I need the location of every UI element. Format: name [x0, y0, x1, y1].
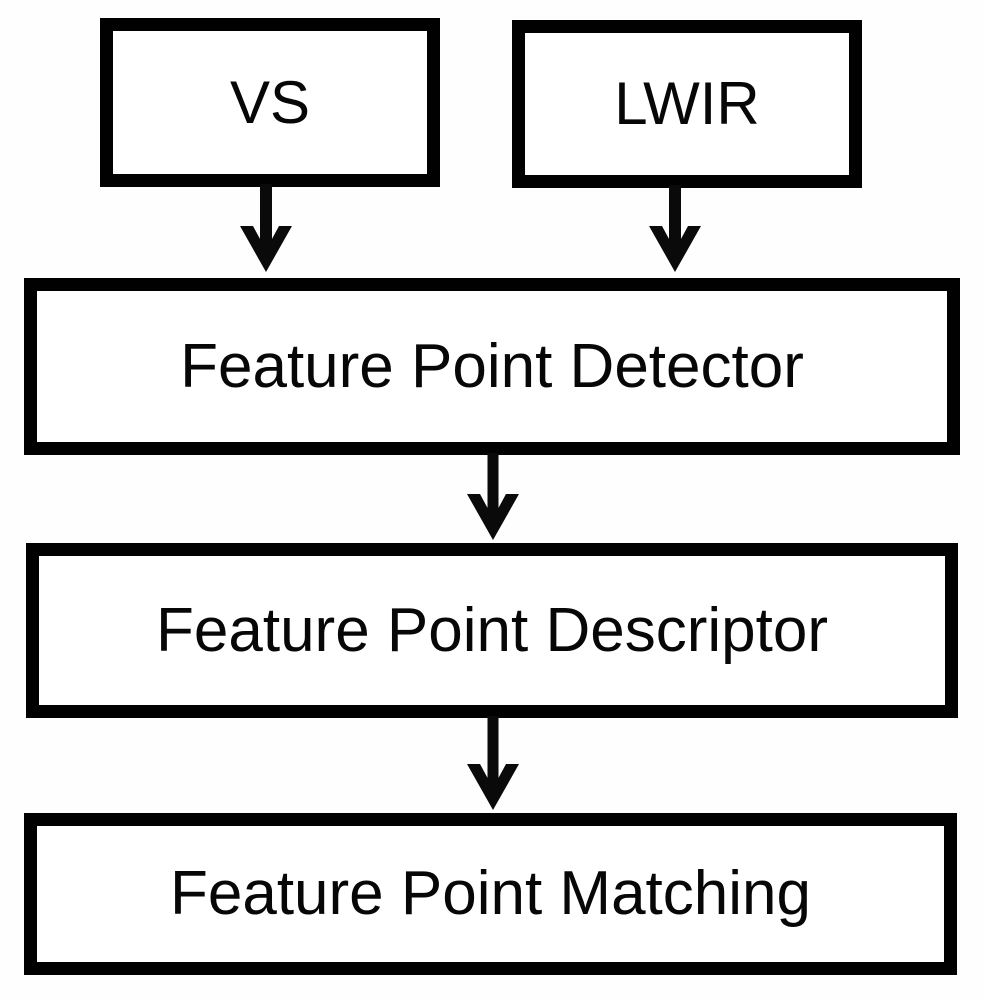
node-feature-point-descriptor: Feature Point Descriptor [26, 543, 958, 718]
node-feature-point-matching: Feature Point Matching [24, 813, 957, 975]
node-lwir: LWIR [512, 20, 862, 188]
arrow-lwir-to-detector [649, 185, 701, 272]
node-lwir-label: LWIR [614, 70, 760, 137]
node-feature-point-descriptor-label: Feature Point Descriptor [156, 595, 828, 665]
node-vs: VS [100, 18, 440, 187]
arrow-vs-to-detector [240, 184, 292, 272]
node-vs-label: VS [229, 68, 311, 136]
node-feature-point-detector: Feature Point Detector [24, 278, 960, 455]
arrow-descriptor-to-matching [467, 716, 519, 810]
arrow-detector-to-descriptor [467, 453, 519, 540]
node-feature-point-detector-label: Feature Point Detector [180, 331, 804, 401]
node-feature-point-matching-label: Feature Point Matching [169, 859, 811, 928]
